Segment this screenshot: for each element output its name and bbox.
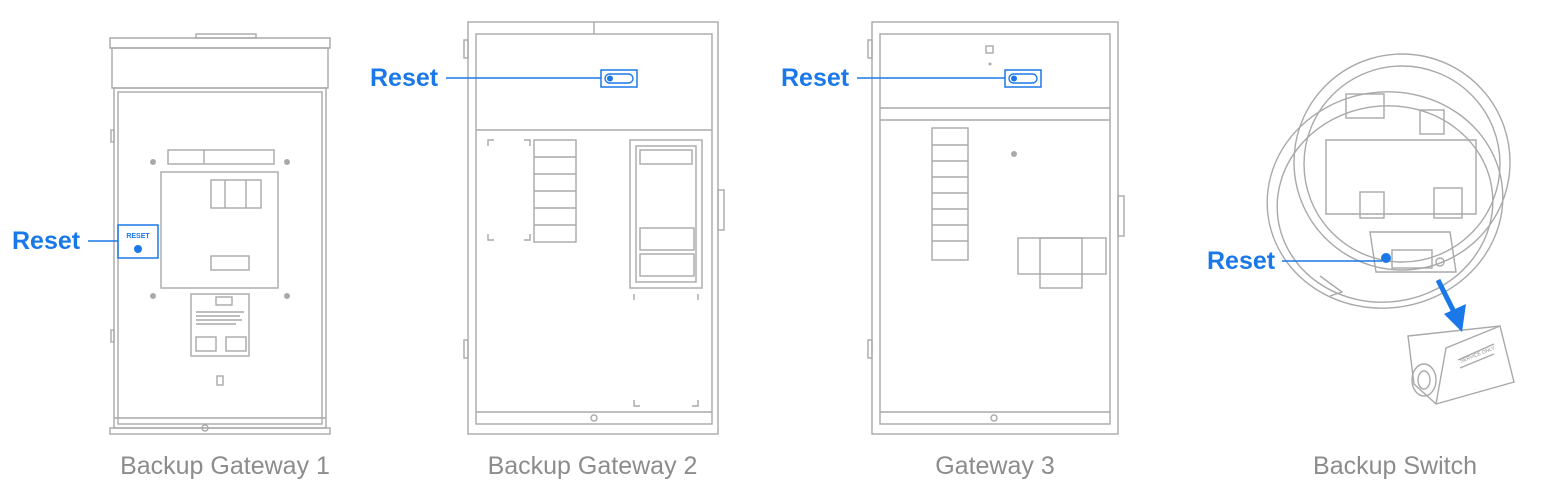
caption-backup-switch: Backup Switch <box>1313 452 1477 480</box>
reset-button-text: RESET <box>126 233 150 240</box>
reset-label-backup-switch: Reset <box>1207 247 1276 275</box>
gateway-3-drawing <box>867 21 1125 435</box>
caption-gateway-3: Gateway 3 <box>935 452 1055 480</box>
reset-button-icon <box>1381 253 1391 263</box>
reset-label-gateway-3: Reset <box>781 64 850 92</box>
caption-backup-gateway-1: Backup Gateway 1 <box>120 452 330 480</box>
backup-gateway-2-drawing <box>463 21 725 435</box>
caption-backup-gateway-2: Backup Gateway 2 <box>487 452 698 480</box>
reset-label-gateway-1: Reset <box>12 227 81 255</box>
backup-switch-drawing <box>1266 53 1515 405</box>
backup-gateway-1-drawing <box>109 33 331 435</box>
arrow-head-icon <box>1444 304 1466 332</box>
reset-label-gateway-2: Reset <box>370 64 439 92</box>
